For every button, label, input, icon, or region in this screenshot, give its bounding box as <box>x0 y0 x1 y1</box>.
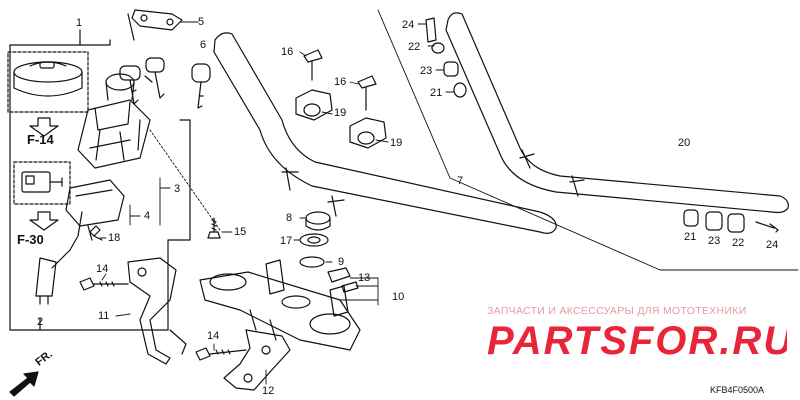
fuel-cap-icon <box>13 61 83 97</box>
connector-plug-icon <box>21 171 63 193</box>
connector-reference-box <box>13 161 71 205</box>
bolt-15-icon <box>207 217 221 239</box>
spare-key-icon <box>191 63 211 109</box>
bracket-11-icon <box>127 257 187 365</box>
callout-20: 20 <box>678 137 691 149</box>
handlebar-7-icon <box>213 32 557 234</box>
callout-16-mid: 16 <box>334 76 347 88</box>
callout-9: 9 <box>338 256 345 268</box>
partsfor-logo: PARTSFOR.RU <box>487 319 787 362</box>
switch-unit-icon <box>35 179 125 305</box>
callout-1: 1 <box>76 17 83 29</box>
callout-19-top: 19 <box>334 107 347 119</box>
callout-10: 10 <box>392 291 405 303</box>
callout-21-top: 21 <box>430 87 443 99</box>
callout-21-bottom: 21 <box>684 231 697 243</box>
callout-17: 17 <box>280 235 293 247</box>
callout-2: 2 <box>37 316 44 328</box>
handlebar-20-icon <box>445 12 789 214</box>
callout-19-mid: 19 <box>390 137 403 149</box>
top-bridge-icon <box>199 259 361 351</box>
leader-lines-holders <box>299 51 389 143</box>
callout-7: 7 <box>457 175 464 187</box>
callout-5: 5 <box>198 16 205 28</box>
callout-14-left: 14 <box>96 263 109 275</box>
callout-14-bottom: 14 <box>207 330 220 342</box>
holder-bolts-icon <box>295 49 387 149</box>
reference-f30: F-30 <box>17 232 44 247</box>
fuel-cap-reference-box <box>7 51 89 113</box>
logo-part-for: FOR <box>629 319 719 362</box>
callout-16-top: 16 <box>281 46 294 58</box>
key-bracket-icon <box>127 9 183 41</box>
reference-f14: F-14 <box>27 132 54 147</box>
callout-22-bottom: 22 <box>732 237 745 249</box>
screw-18-icon <box>89 225 103 241</box>
stem-parts-icon <box>299 211 359 293</box>
leader-lines-right-top <box>417 23 455 93</box>
handlebar-20-frame <box>377 9 799 271</box>
logo-part-parts: PARTS <box>487 319 629 362</box>
bar-end-parts-bottom <box>683 209 779 233</box>
leader-lines-lower <box>101 273 267 385</box>
callout-23-bottom: 23 <box>708 235 721 247</box>
logo-text: PARTSFOR.RU <box>487 319 787 362</box>
callout-23-top: 23 <box>420 65 433 77</box>
callout-4: 4 <box>144 210 151 222</box>
bolt-14b-icon <box>195 347 247 361</box>
callout-3: 3 <box>174 183 181 195</box>
diagram-code: KFB4F0500A <box>710 385 765 395</box>
f14-reference-arrow <box>29 117 59 137</box>
key-set-icon <box>119 57 165 105</box>
callout-15: 15 <box>234 226 247 238</box>
bolt-14a-icon <box>79 277 129 291</box>
callout-18: 18 <box>108 232 121 244</box>
callout-11: 11 <box>98 310 110 322</box>
callout-22-top: 22 <box>408 41 421 53</box>
leader-lines-left <box>99 21 233 239</box>
logo-part-ru: .RU <box>719 319 787 362</box>
forward-direction-arrow <box>9 371 39 397</box>
bracket-12-icon <box>223 329 291 391</box>
callout-8: 8 <box>286 212 293 224</box>
callout-24-bottom: 24 <box>766 239 779 251</box>
f30-reference-arrow <box>29 211 59 231</box>
watermark-tagline: ЗАПЧАСТИ И АКСЕССУАРЫ ДЛЯ МОТОТЕХНИКИ <box>487 305 747 317</box>
callout-6: 6 <box>200 39 207 51</box>
callout-24-top: 24 <box>402 19 415 31</box>
leader-lines-stem <box>293 217 379 306</box>
callout-12: 12 <box>262 385 275 397</box>
callout-13: 13 <box>358 272 371 284</box>
ignition-group-frame <box>9 29 191 331</box>
ignition-switch-icon <box>77 73 151 169</box>
bar-end-parts-top <box>425 17 467 98</box>
